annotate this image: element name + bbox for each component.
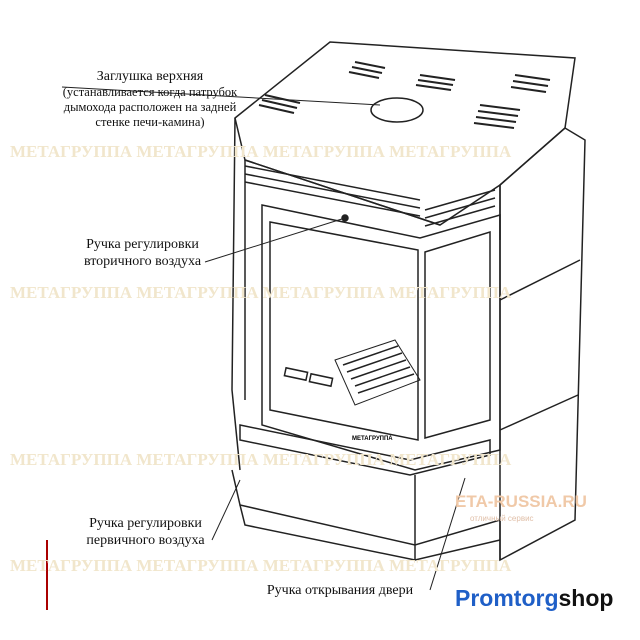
watermark-row: МЕТАГРУППА МЕТАГРУППА МЕТАГРУППА МЕТАГРУ…: [10, 450, 512, 469]
promtorgshop-logo: Promtorgshop: [455, 585, 613, 612]
label-line: первичного воздуха: [86, 533, 205, 548]
label-top-cap-title: Заглушка верхняя: [96, 69, 204, 84]
watermark-row: МЕТАГРУППА МЕТАГРУППА МЕТАГРУППА МЕТАГРУ…: [10, 142, 512, 161]
leader-lines: [61, 86, 466, 591]
label-door-handle: Ручка открывания двери: [266, 583, 414, 598]
label-top-cap-note: (устанавливается когда патрубок: [62, 85, 238, 99]
watermark-row: МЕТАГРУППА МЕТАГРУППА МЕТАГРУППА МЕТАГРУ…: [10, 283, 512, 302]
label-top-cap-note: стенке печи-камина): [95, 115, 205, 129]
top-cap-circle: [370, 97, 424, 123]
logo-part2: shop: [558, 585, 614, 611]
label-line: вторичного воздуха: [83, 254, 202, 269]
top-vents: [258, 61, 551, 129]
label-line: Ручка регулировки: [89, 516, 202, 531]
label-primary-air: Ручка регулировки первичного воздуха: [68, 515, 223, 549]
site-watermark-tagline: отличный сервис: [470, 514, 534, 523]
door-glass: [269, 221, 419, 441]
label-top-cap-note: дымохода расположен на задней: [63, 100, 237, 114]
site-watermark: ETA-RUSSIA.RU: [455, 492, 587, 511]
ash-drawer: [239, 424, 491, 476]
side-glass: [424, 230, 491, 439]
label-line: Ручка регулировки: [86, 237, 199, 252]
watermark-row: МЕТАГРУППА МЕТАГРУППА МЕТАГРУППА МЕТАГРУ…: [10, 556, 512, 575]
label-secondary-air: Ручка регулировки вторичного воздуха: [65, 236, 220, 270]
stove-brand: МЕТАГРУППА: [352, 436, 393, 442]
right-panel: [499, 127, 586, 562]
logo-part1: Promtorg: [455, 585, 559, 611]
door-frame: [261, 204, 501, 471]
grate: [334, 339, 421, 406]
label-top-cap: Заглушка верхняя (устанавливается когда …: [55, 68, 245, 130]
left-side: [231, 117, 241, 471]
